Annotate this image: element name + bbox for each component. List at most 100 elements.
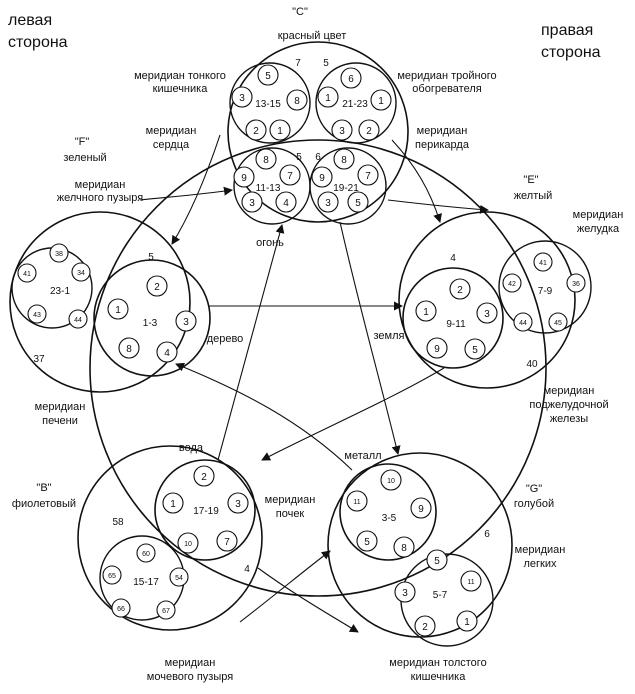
water-outer-circle (77, 445, 263, 631)
earth-element: 2 3 5 9 1 9-11 41 36 45 44 42 7-9 4 40 з… (374, 211, 592, 389)
group-21-23: 6 1 2 3 1 21-23 (317, 67, 392, 141)
left-side-label-line2: сторона (8, 34, 68, 51)
point: 5 (265, 71, 271, 82)
point: 1 (325, 93, 331, 104)
point: 3 (339, 126, 345, 137)
point: 3 (325, 198, 331, 209)
point: 7 (224, 537, 230, 548)
point: 45 (554, 320, 562, 327)
point: 2 (253, 126, 259, 137)
right-side-label-line2: сторона (541, 44, 601, 61)
water-color: фиолетовый (12, 498, 76, 510)
wood-number: 5 (148, 252, 154, 263)
point: 43 (33, 312, 41, 319)
point: 1 (464, 617, 470, 628)
group-15-17: 60 54 67 66 65 15-17 (102, 543, 189, 620)
point: 44 (74, 317, 82, 324)
point: 11 (467, 579, 474, 586)
earth-number: 40 (526, 359, 538, 370)
range-label: 7-9 (538, 286, 553, 297)
kidney-label-2: почек (276, 508, 305, 520)
range-label: 5-7 (433, 590, 448, 601)
bladder-label-2: мочевого пузыря (147, 671, 233, 683)
point: 3 (402, 588, 408, 599)
arrow-wood-to-fire (139, 186, 233, 201)
fire-element: 5 8 1 2 3 13-15 6 1 2 3 1 21-23 8 7 4 3 … (227, 6, 409, 249)
arrow-pericardium-to-earth (391, 139, 442, 223)
liver-label-1: меридиан (35, 401, 86, 413)
point: 4 (283, 198, 289, 209)
pericardium-label-2: перикарда (415, 139, 470, 151)
arrow-fire-to-wood-heart (171, 134, 221, 245)
group-5-7: 5 11 1 2 3 5-7 (394, 549, 482, 637)
arrow-fire-to-earth (387, 199, 489, 214)
earth-element-name: земля (374, 330, 405, 342)
point: 65 (108, 573, 116, 580)
point: 41 (23, 271, 31, 278)
point: 10 (387, 478, 395, 485)
group-1-3: 2 3 4 8 1 1-3 (107, 275, 197, 363)
point: 41 (539, 260, 547, 267)
point: 2 (422, 622, 428, 633)
point: 3 (484, 309, 490, 320)
earth-outer-circle (398, 211, 576, 389)
range-label: 23-1 (50, 286, 70, 297)
point: 4 (164, 348, 170, 359)
fire-element-name: огонь (256, 237, 284, 249)
water-element: 2 3 7 10 1 17-19 60 54 67 66 65 15-17 58… (77, 442, 263, 631)
pericardium-label-1: меридиан (417, 125, 468, 137)
arrow-earth-to-water (261, 367, 445, 461)
earth-color: желтый (514, 190, 553, 202)
group-11-13: 8 7 4 3 9 11-13 (233, 148, 301, 213)
gallbladder-label-2: желчного пузыря (57, 192, 144, 204)
flow-arrows (139, 134, 489, 633)
point: 3 (183, 317, 189, 328)
point: 8 (401, 543, 407, 554)
wood-inner-circle (93, 259, 211, 377)
wood-outer-circle (9, 211, 191, 393)
point: 3 (235, 499, 241, 510)
point: 34 (77, 270, 85, 277)
pancreas-label-3: железы (550, 413, 588, 425)
stomach-label-1: меридиан (573, 209, 624, 221)
point: 9 (241, 173, 247, 184)
fire-number: 6 (315, 152, 321, 163)
point: 6 (348, 74, 354, 85)
point: 3 (249, 198, 255, 209)
point: 5 (472, 345, 478, 356)
water-letter: "B" (36, 482, 51, 494)
range-label: 11-13 (256, 183, 281, 194)
cycle-ring (89, 139, 547, 597)
pancreas-label-2: поджелудочной (529, 399, 608, 411)
point: 36 (572, 281, 580, 288)
stomach-label-2: желудка (577, 223, 620, 235)
group-3-5: 10 9 8 5 11 3-5 (346, 469, 432, 558)
lungs-label-2: легких (523, 558, 557, 570)
point: 54 (175, 575, 183, 582)
point: 10 (184, 541, 192, 548)
large-intestine-label-1: меридиан толстого (389, 657, 486, 669)
bladder-label-1: меридиан (165, 657, 216, 669)
earth-stomach-circle (498, 240, 592, 334)
water-number: 4 (244, 564, 250, 575)
large-intestine-label-2: кишечника (411, 671, 467, 683)
point: 11 (353, 499, 360, 506)
point: 2 (366, 126, 372, 137)
range-label: 15-17 (133, 577, 159, 588)
wood-number: 37 (33, 354, 45, 365)
range-label: 19-21 (333, 183, 359, 194)
range-label: 13-15 (255, 99, 281, 110)
wood-letter: "F" (75, 136, 90, 148)
point: 7 (287, 171, 293, 182)
earth-letter: "E" (523, 174, 538, 186)
wood-element-name: дерево (207, 333, 244, 345)
metal-number: 6 (484, 529, 490, 540)
point: 5 (364, 537, 370, 548)
point: 2 (457, 285, 463, 296)
metal-inner-circle (339, 463, 437, 561)
group-17-19: 2 3 7 10 1 17-19 (162, 465, 249, 554)
range-label: 1-3 (143, 318, 158, 329)
metal-outer-circle (327, 452, 513, 638)
small-intestine-label-1: меридиан тонкого (134, 70, 226, 82)
